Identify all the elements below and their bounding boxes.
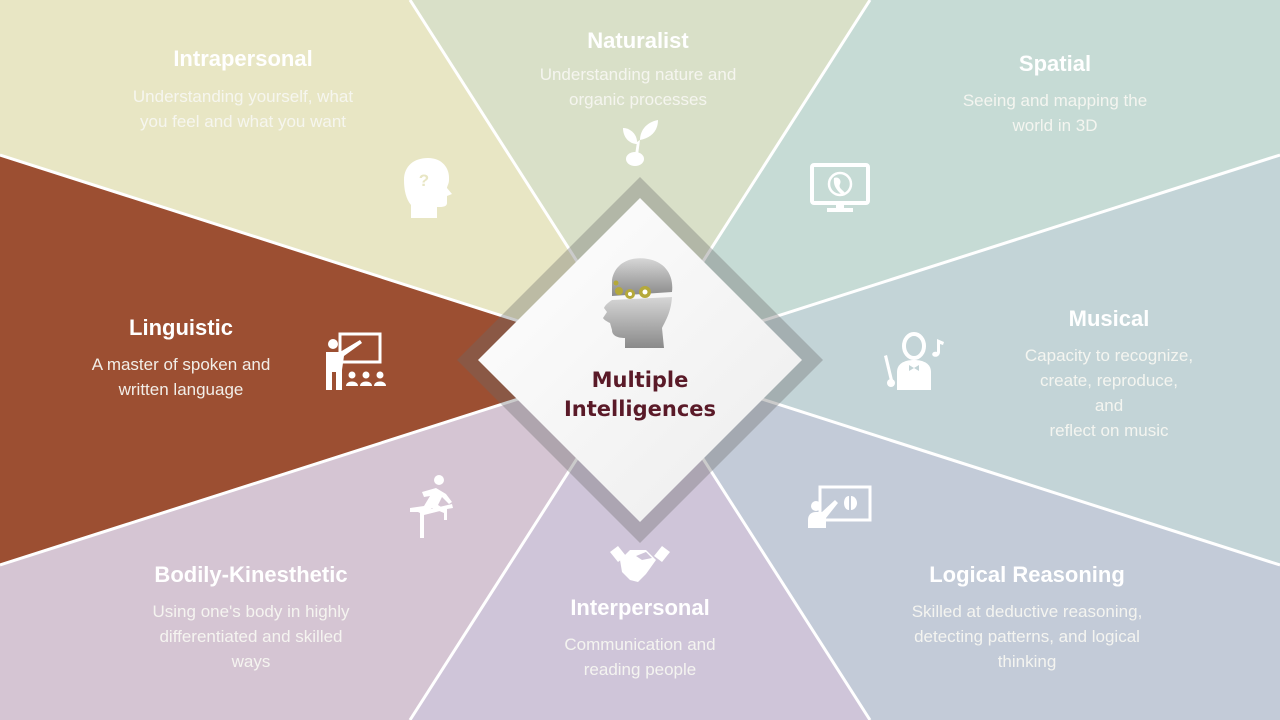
- head-question-icon: ?: [404, 158, 452, 218]
- segment-interpersonal: [410, 360, 870, 720]
- naturalist-description: Understanding nature and organic process…: [539, 65, 737, 109]
- svg-text:?: ?: [419, 171, 429, 190]
- segment-naturalist: [410, 0, 870, 360]
- musical-title: Musical: [1068, 306, 1150, 331]
- head-gears-icon: [603, 258, 673, 348]
- segment-intrapersonal: [0, 0, 640, 360]
- interpersonal-description: Communication and reading people: [564, 635, 716, 679]
- hurdle-runner-icon: [410, 475, 453, 538]
- spatial-title: Spatial: [1018, 51, 1092, 76]
- segment-linguistic: [0, 155, 640, 565]
- linguistic-description: A master of spoken and written language: [91, 355, 271, 399]
- teacher-brain-board-icon: [808, 485, 872, 528]
- segment-musical: [640, 155, 1280, 565]
- spatial-description: Seeing and mapping the world in 3D: [962, 91, 1148, 135]
- segment-logical: [640, 360, 1280, 720]
- sprout-icon: [623, 120, 658, 166]
- naturalist-title: Naturalist: [587, 28, 689, 53]
- monitor-globe-icon: [810, 163, 870, 212]
- center-title: Multiple Intelligences: [563, 368, 717, 421]
- intrapersonal-title: Intrapersonal: [173, 46, 313, 71]
- intrapersonal-description: Understanding yourself, what you feel an…: [132, 87, 354, 131]
- teacher-class-icon: [326, 332, 386, 390]
- interpersonal-title: Interpersonal: [570, 595, 710, 620]
- logical-description: Skilled at deductive reasoning, detectin…: [911, 602, 1143, 671]
- segment-spatial: [640, 0, 1280, 360]
- segment-bodily: [0, 360, 640, 720]
- bodily-title: Bodily-Kinesthetic: [154, 562, 348, 587]
- bodily-description: Using one's body in highly differentiate…: [152, 602, 350, 671]
- conductor-music-icon: [884, 332, 944, 390]
- handshake-icon: [610, 546, 670, 582]
- linguistic-title: Linguistic: [129, 315, 233, 340]
- musical-description: Capacity to recognize, create, reproduce…: [1024, 346, 1194, 440]
- logical-title: Logical Reasoning: [929, 562, 1125, 587]
- center-diamond[interactable]: [478, 198, 802, 522]
